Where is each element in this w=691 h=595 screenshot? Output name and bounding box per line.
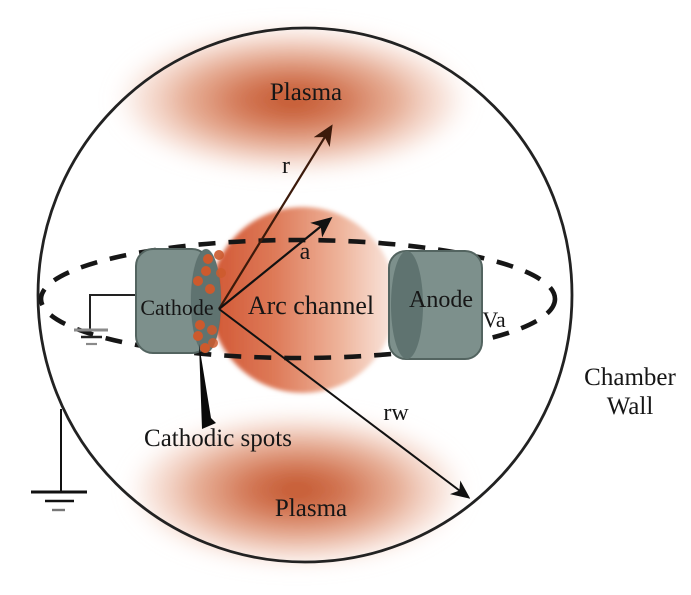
plasma-top-label: Plasma [270, 79, 342, 106]
radius-a-label: a [300, 239, 311, 265]
plasma-bottom-label: Plasma [275, 495, 347, 522]
cathodic-spot-dot [214, 250, 224, 260]
cathodic-spot-dot [216, 268, 226, 278]
rw-arrow [218, 308, 471, 499]
a-arrow [218, 217, 333, 310]
r-arrow [218, 124, 333, 310]
cathodic-spot-dot [205, 284, 215, 294]
cathodic-spot-dot [208, 338, 218, 348]
cathodic-spots-cluster [193, 250, 226, 353]
cathodic-spot-dot [193, 331, 203, 341]
cathodic-spot-dot [193, 276, 203, 286]
arc-channel-label: Arc channel [248, 291, 374, 320]
anode-label: Anode [409, 287, 473, 313]
cathodic-spot-dot [201, 266, 211, 276]
radius-rw-label: rw [383, 400, 409, 426]
anode-face [391, 251, 423, 359]
arc-channel-region [210, 207, 396, 393]
cathodic-spots-pointer-arrow [199, 344, 216, 429]
plasma-top-region [112, 24, 472, 176]
cathodic-spot-dot [203, 254, 213, 264]
cathodic-spot-dot [200, 343, 210, 353]
cathodic-spot-dot [207, 325, 217, 335]
anode-voltage-label: Va [482, 307, 505, 332]
dashed-boundary-ellipse [38, 237, 558, 361]
plasma-bottom-region [125, 411, 469, 569]
cathodic-spot-dot [195, 320, 205, 330]
cathodic-spots-label: Cathodic spots [144, 425, 292, 452]
ground-symbol-cathode [74, 294, 137, 346]
chamber-wall-label-line2: Wall [607, 393, 654, 420]
cathode-label: Cathode [140, 295, 213, 320]
ground-symbol-chamber [31, 409, 87, 512]
anode-cylinder [388, 250, 483, 360]
radius-r-label: r [282, 153, 290, 179]
chamber-wall-label-line1: Chamber [584, 364, 676, 391]
chamber-wall-circle [36, 26, 574, 564]
